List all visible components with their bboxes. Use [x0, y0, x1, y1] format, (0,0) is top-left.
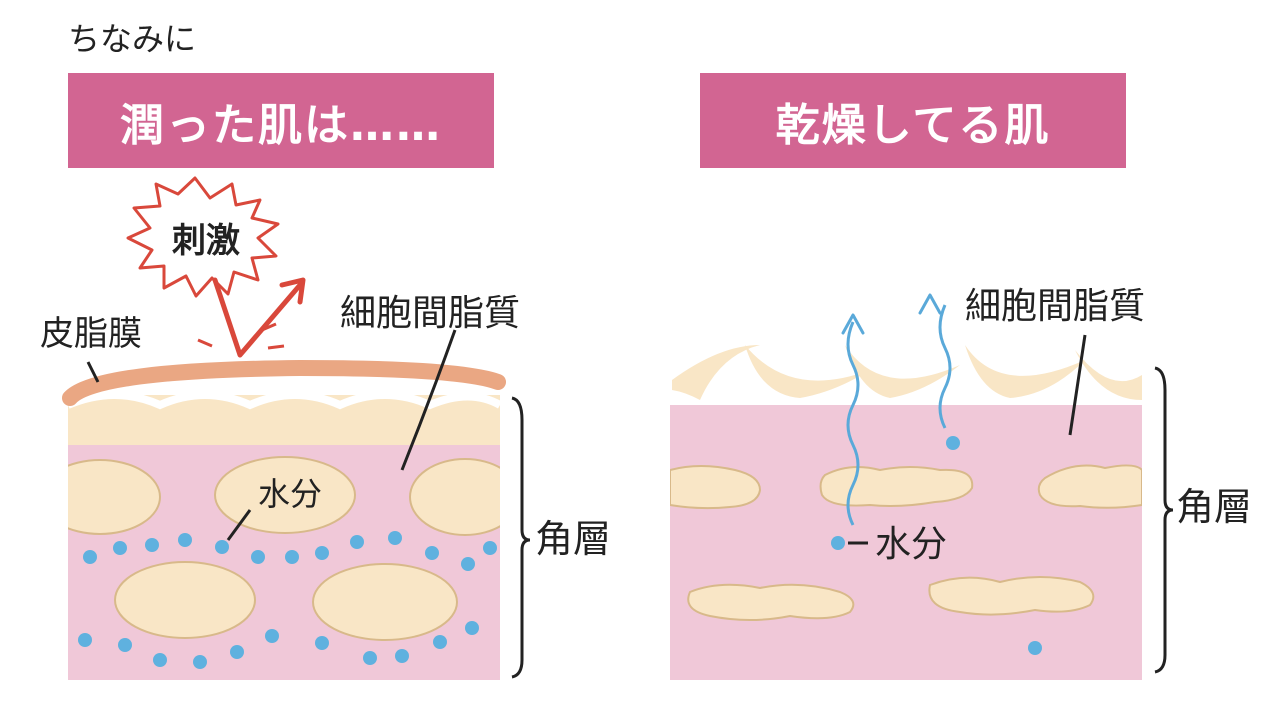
water-dot: [118, 638, 132, 652]
flake: [672, 345, 760, 400]
flake: [745, 345, 870, 398]
water-dot: [433, 635, 447, 649]
sebum-label: 皮脂膜: [40, 314, 142, 354]
lipid-pointer: [400, 329, 457, 471]
right-panel-title: 乾燥してる肌: [700, 73, 1126, 168]
vapor-arrow-head: [918, 293, 942, 315]
sebum-film: [62, 359, 506, 406]
stimulus-arrow: [212, 277, 303, 358]
water-dot: [388, 531, 402, 545]
impact-mark: [197, 338, 213, 348]
water-dot: [230, 645, 244, 659]
water-dot: [946, 436, 960, 450]
water-dot: [315, 636, 329, 650]
left-water-dots: [78, 531, 497, 669]
water-dot: [285, 550, 299, 564]
left-layer-label: 角層: [535, 517, 611, 561]
water-dot: [461, 557, 475, 571]
vapor-line: [938, 304, 952, 429]
left-title-text: 潤った肌は……: [120, 99, 442, 151]
water-dot: [83, 550, 97, 564]
water-dot: [483, 541, 497, 555]
water-dot: [350, 535, 364, 549]
water-dot: [113, 541, 127, 555]
vapor-arrow-head: [841, 313, 865, 335]
right-layer-label: 角層: [1176, 485, 1252, 529]
right-cell: [670, 465, 762, 510]
flake: [845, 345, 960, 398]
vapor-line: [846, 321, 860, 526]
right-bracket: [1154, 366, 1174, 674]
left-bracket: [511, 396, 531, 679]
water-dot: [425, 546, 439, 560]
left-cell: [114, 561, 256, 639]
left-water-label: 水分: [258, 475, 322, 513]
left-lipid-label: 細胞間脂質: [340, 293, 520, 334]
water-dot: [1028, 641, 1042, 655]
left-band-bumps: [66, 391, 502, 410]
water-dot: [145, 538, 159, 552]
impact-mark: [267, 344, 285, 350]
water-dot: [153, 653, 167, 667]
left-cell: [312, 563, 458, 641]
right-cell: [1037, 464, 1142, 509]
water-dot: [363, 651, 377, 665]
right-lipid-pointer: [1068, 334, 1087, 436]
left-stratum-corneum: [62, 176, 531, 680]
left-panel-title: 潤った肌は……: [68, 73, 494, 168]
water-dot: [78, 633, 92, 647]
right-cell: [687, 583, 855, 621]
water-dot: [251, 550, 265, 564]
left-cell: [214, 456, 356, 534]
water-pointer: [226, 509, 252, 541]
water-dot: [395, 649, 409, 663]
stimulus-label: 刺激: [172, 221, 240, 261]
right-pink-layer: [670, 405, 1142, 680]
water-dot: [178, 533, 192, 547]
right-water-label: 水分: [875, 524, 947, 565]
right-cell: [928, 576, 1095, 616]
water-dot: [315, 546, 329, 560]
water-dot: [215, 540, 229, 554]
water-dot: [831, 536, 845, 550]
left-cell: [68, 459, 161, 535]
right-lipid-label: 細胞間脂質: [965, 286, 1145, 327]
sebum-pointer: [86, 361, 100, 383]
intro-text: ちなみに: [68, 20, 197, 58]
water-dot: [465, 621, 479, 635]
right-stratum-corneum: [670, 293, 1174, 680]
stimulus-arrow-head: [279, 277, 306, 305]
water-dot: [193, 655, 207, 669]
flake: [965, 345, 1085, 398]
right-title-text: 乾燥してる肌: [775, 99, 1051, 151]
impact-mark: [261, 322, 277, 332]
water-dot: [265, 629, 279, 643]
left-cell: [409, 458, 500, 536]
stimulus-burst: [126, 176, 280, 298]
flake: [1075, 350, 1142, 400]
right-cell: [819, 465, 974, 507]
